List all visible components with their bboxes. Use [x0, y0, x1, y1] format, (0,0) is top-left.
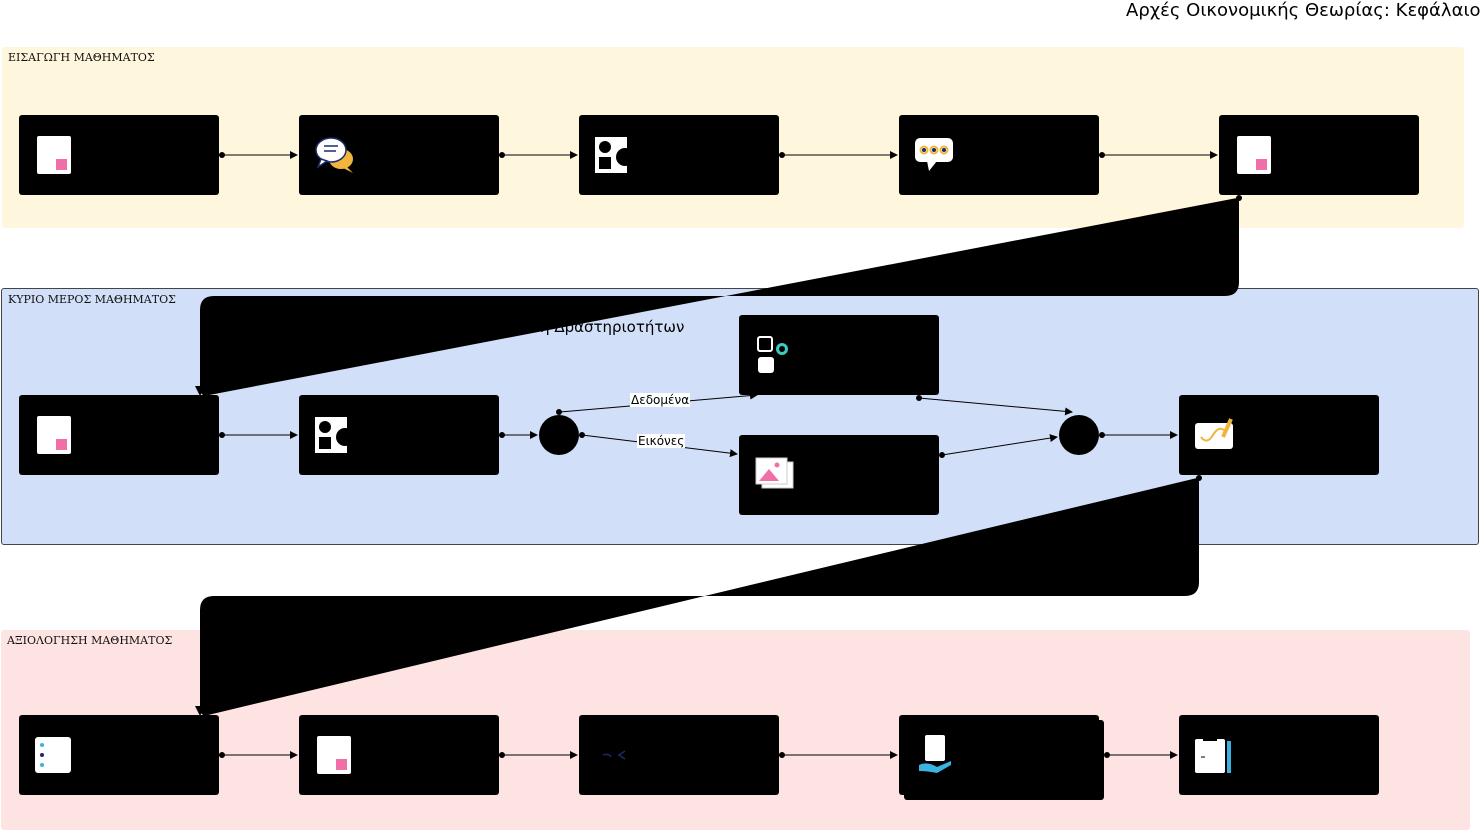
document-icon — [317, 736, 351, 774]
node-intro-1[interactable] — [19, 115, 219, 195]
node-eval-5[interactable] — [1179, 715, 1379, 795]
image-icon — [755, 457, 794, 489]
lane-label-main: ΚΥΡΙΟ ΜΕΡΟΣ ΜΑΘΗΜΑΤΟΣ — [8, 293, 176, 306]
edge-data-join — [918, 397, 1073, 416]
code-brackets-icon — [602, 750, 626, 760]
node-main-data[interactable] — [739, 315, 939, 395]
document-icon — [37, 136, 71, 174]
lane-label-eval: ΑΞΙΟΛΟΓΗΣΗ ΜΑΘΗΜΑΤΟΣ — [7, 634, 173, 647]
node-eval-1[interactable] — [19, 715, 219, 795]
activity-group-label: ωση Δραστηριοτήτων — [518, 318, 685, 336]
node-eval-3[interactable] — [579, 715, 779, 795]
database-icon — [757, 336, 788, 373]
connector-intro-to-main — [200, 198, 1239, 396]
lane-label-intro: ΕΙΣΑΓΩΓΗ ΜΑΘΗΜΑΤΟΣ — [8, 51, 155, 64]
node-main-2[interactable] — [299, 395, 499, 475]
node-intro-5[interactable] — [1219, 115, 1419, 195]
split-gateway — [539, 415, 579, 455]
chat-bubbles-icon — [315, 137, 353, 173]
shapes-icon — [315, 417, 354, 453]
edge-label-data: Δεδομένα — [630, 393, 691, 407]
arrowhead-intro-main — [195, 386, 205, 396]
node-intro-3[interactable] — [579, 115, 779, 195]
edge-images-join — [941, 434, 1058, 456]
node-main-1[interactable] — [19, 395, 219, 475]
pencil-note-icon — [1195, 418, 1233, 449]
node-intro-4[interactable] — [899, 115, 1099, 195]
arrowhead-main-eval — [195, 706, 205, 716]
speech-bubble-icon — [915, 138, 953, 171]
hand-document-icon — [919, 735, 951, 773]
diagram-title: Αρχές Οικονομικής Θεωρίας: Κεφάλαιο — [1126, 0, 1481, 21]
node-eval-4[interactable] — [899, 715, 1099, 795]
list-icon — [35, 737, 71, 773]
edge-label-images: Εικόνες — [637, 434, 686, 448]
clipboard-pen-icon — [1195, 736, 1231, 773]
node-intro-2[interactable] — [299, 115, 499, 195]
node-main-images[interactable] — [739, 435, 939, 515]
node-main-5[interactable] — [1179, 395, 1379, 475]
shapes-icon — [595, 137, 634, 173]
connector-main-to-eval — [200, 478, 1199, 716]
join-gateway — [1059, 415, 1099, 455]
document-icon — [37, 416, 71, 454]
document-icon — [1237, 136, 1271, 174]
node-eval-2[interactable] — [299, 715, 499, 795]
